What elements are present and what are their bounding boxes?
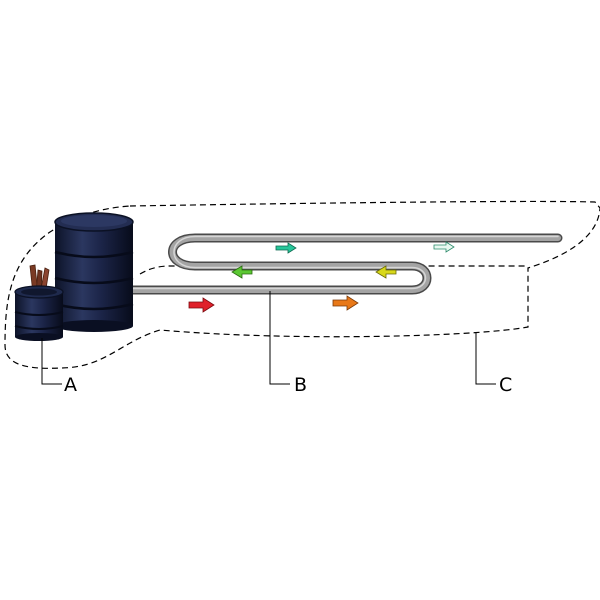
label-a: A <box>64 374 77 396</box>
label-c: C <box>499 374 512 396</box>
pipe <box>122 235 561 293</box>
leader-line-b <box>269 291 290 385</box>
arrow-orange <box>332 295 359 311</box>
leader-line-a <box>41 338 62 385</box>
leader-line-c <box>475 333 496 385</box>
region-inner-outline <box>139 265 528 275</box>
arrow-teal <box>275 242 297 254</box>
pipe-highlight <box>124 235 559 290</box>
arrow-red <box>188 297 215 313</box>
arrow-pale <box>433 241 455 253</box>
large-drum <box>54 212 134 332</box>
arrow-light-green <box>231 265 253 279</box>
region-c-outline <box>4 200 600 369</box>
arrow-yellow <box>375 265 397 279</box>
label-b: B <box>294 374 307 396</box>
small-drum <box>14 264 64 341</box>
